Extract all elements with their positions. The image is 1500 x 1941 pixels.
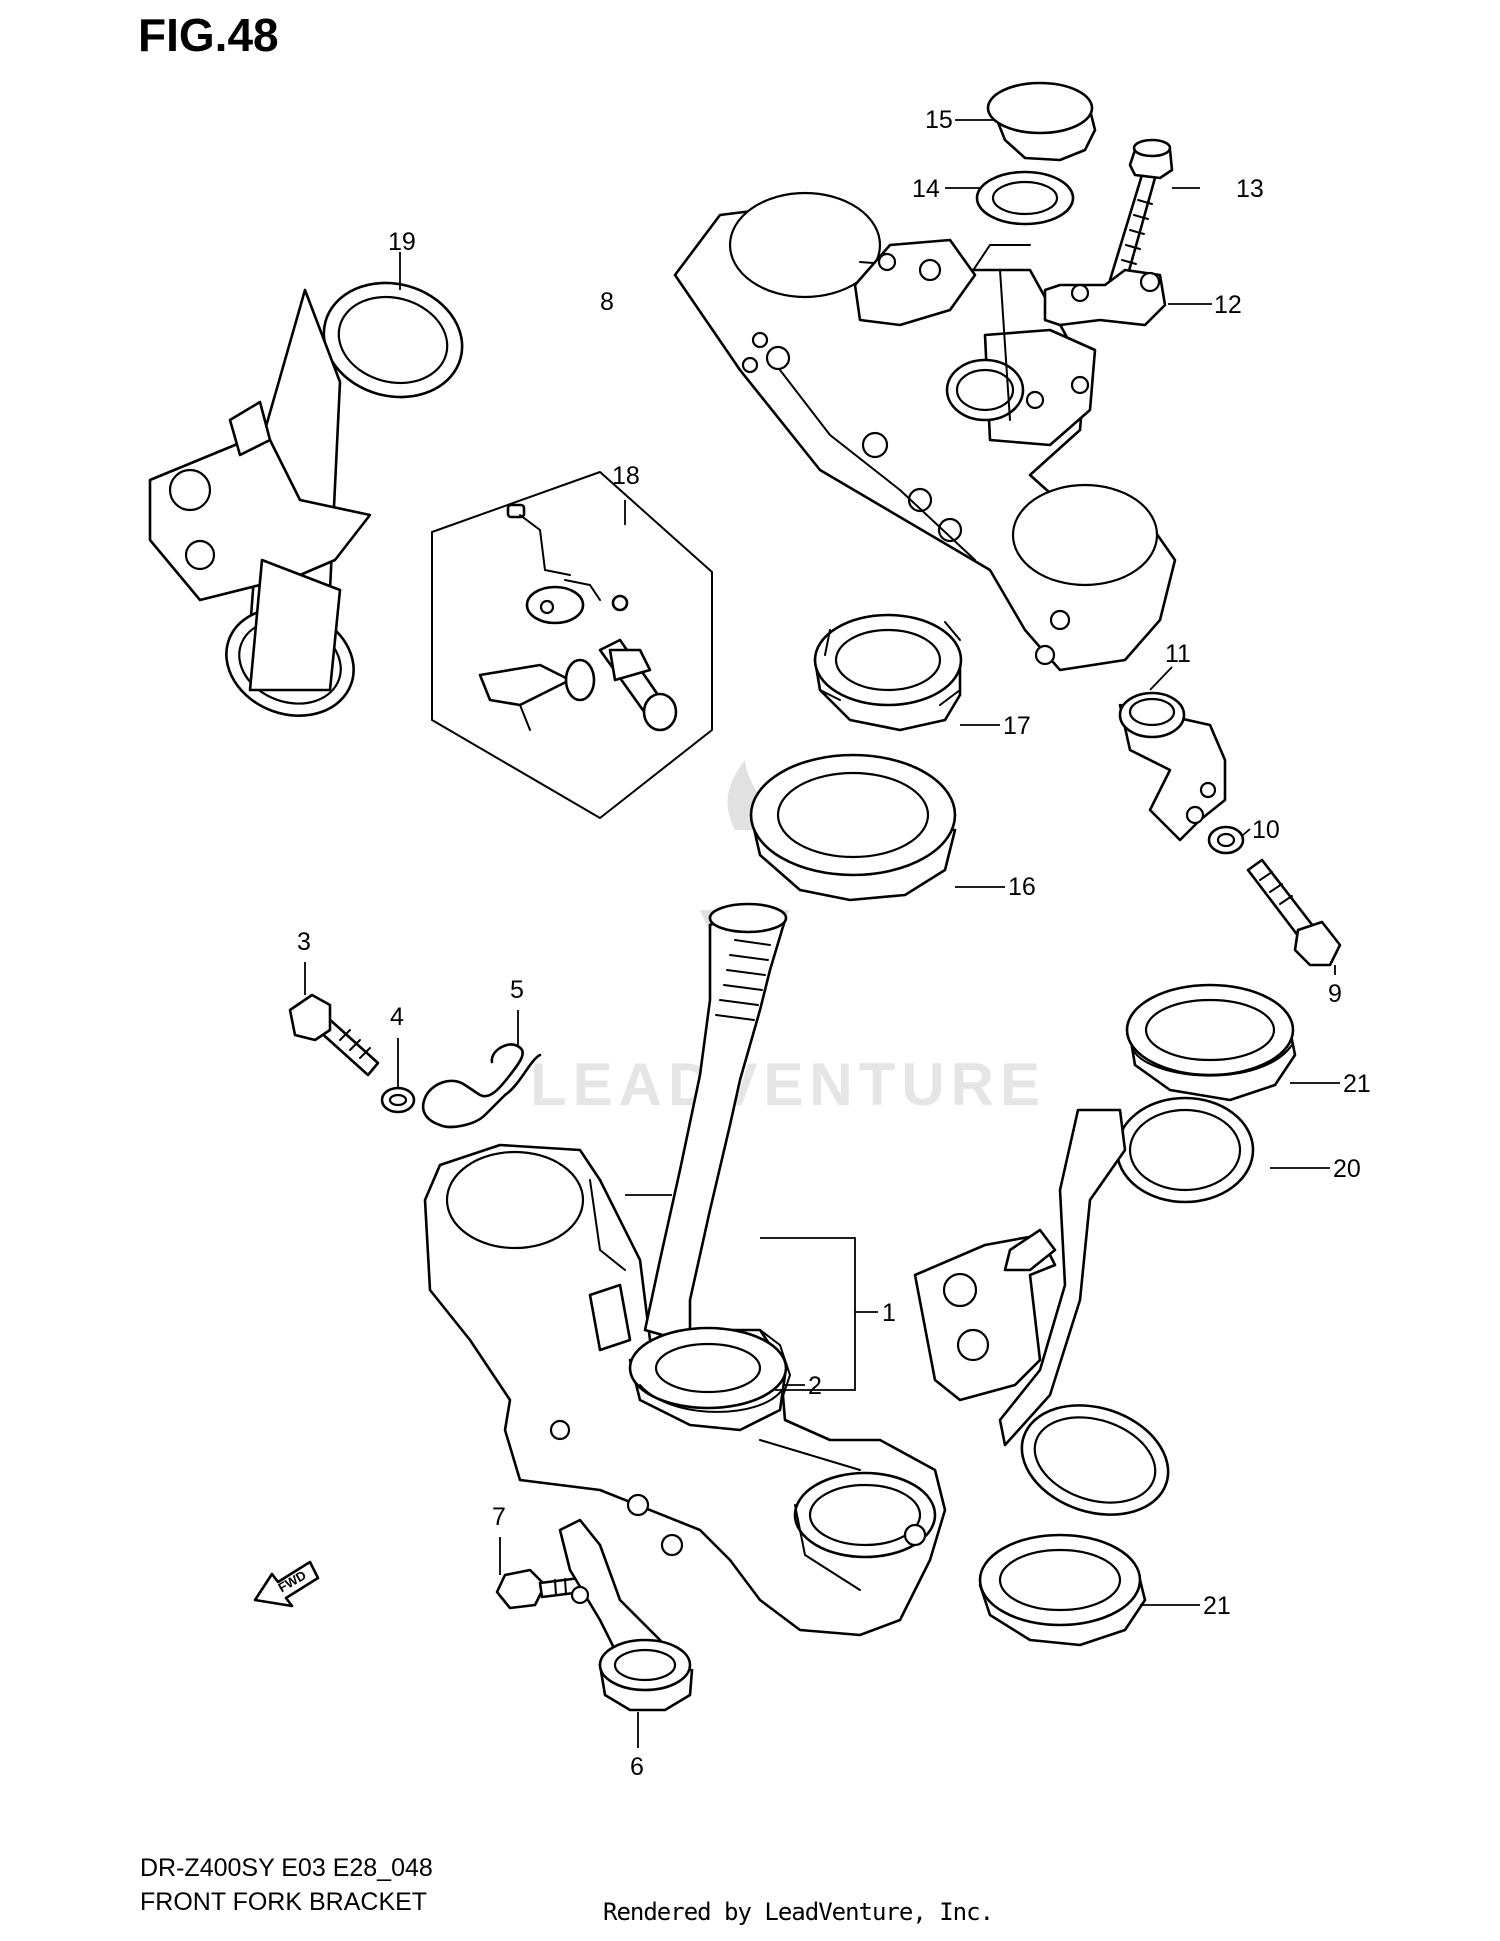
- callout-12: 12: [1214, 291, 1242, 319]
- part-3-bolt: [288, 993, 380, 1077]
- part-8-upper-bracket: [673, 191, 1177, 672]
- callout-labels: 19 18 8 15 14 13 12 11 17 10 16 9 21 20 …: [297, 106, 1371, 1781]
- figure-title: FIG.48: [138, 9, 279, 61]
- callout-3: 3: [297, 928, 311, 956]
- part-11-grommet: [1118, 691, 1227, 842]
- part-12-handlebar-holder: [1043, 268, 1167, 327]
- callout-20: 20: [1333, 1155, 1361, 1183]
- part-21-upper-seal: [1125, 983, 1297, 1102]
- part-17-steering-stem-nut: [813, 613, 963, 732]
- callout-17: 17: [1003, 712, 1031, 740]
- part-19-left-bracket: [148, 281, 464, 717]
- callout-7: 7: [492, 1503, 506, 1531]
- part-2-lower-bearing: [628, 1326, 788, 1432]
- part-7-bolt: [495, 1568, 584, 1610]
- callout-13: 13: [1236, 175, 1264, 203]
- callout-2: 2: [808, 1372, 822, 1400]
- callout-21-lower: 21: [1203, 1592, 1231, 1620]
- callout-10: 10: [1252, 816, 1280, 844]
- callout-9: 9: [1328, 980, 1342, 1008]
- part-15-cap: [986, 81, 1097, 162]
- part-13-bolt: [1108, 138, 1174, 287]
- callout-19: 19: [388, 228, 416, 256]
- watermark-text: LEADVENTURE: [530, 1051, 1046, 1118]
- part-6-cable-guide: [558, 1518, 694, 1712]
- fwd-direction-arrow: FWD: [253, 1560, 320, 1608]
- part-21-lower-seal: [978, 1533, 1147, 1647]
- callout-14: 14: [912, 175, 940, 203]
- part-10-washer: [1207, 825, 1245, 855]
- part-16-bearing: [749, 753, 957, 902]
- callout-6: 6: [630, 1753, 644, 1781]
- diagram-name: FRONT FORK BRACKET: [140, 1888, 428, 1916]
- part-14-washer: [975, 170, 1075, 226]
- part-9-bolt: [1246, 858, 1342, 967]
- callout-21-upper: 21: [1343, 1070, 1371, 1098]
- callout-11: 11: [1165, 640, 1191, 668]
- model-code: DR-Z400SY E03 E28_048: [140, 1854, 433, 1882]
- callout-16: 16: [1008, 873, 1036, 901]
- part-20-right-bracket: [913, 1096, 1255, 1516]
- callout-4: 4: [390, 1003, 404, 1031]
- part-5-clip: [421, 1043, 542, 1129]
- callout-18: 18: [612, 462, 640, 490]
- callout-15: 15: [925, 106, 953, 134]
- render-credit: Rendered by LeadVenture, Inc.: [603, 1898, 994, 1926]
- leader-lines: [304, 119, 1340, 1748]
- callout-8: 8: [600, 288, 614, 316]
- part-4-washer: [380, 1086, 416, 1114]
- part-18-steering-lock-set: [431, 471, 713, 819]
- callout-5: 5: [510, 976, 524, 1004]
- callout-1: 1: [882, 1299, 896, 1327]
